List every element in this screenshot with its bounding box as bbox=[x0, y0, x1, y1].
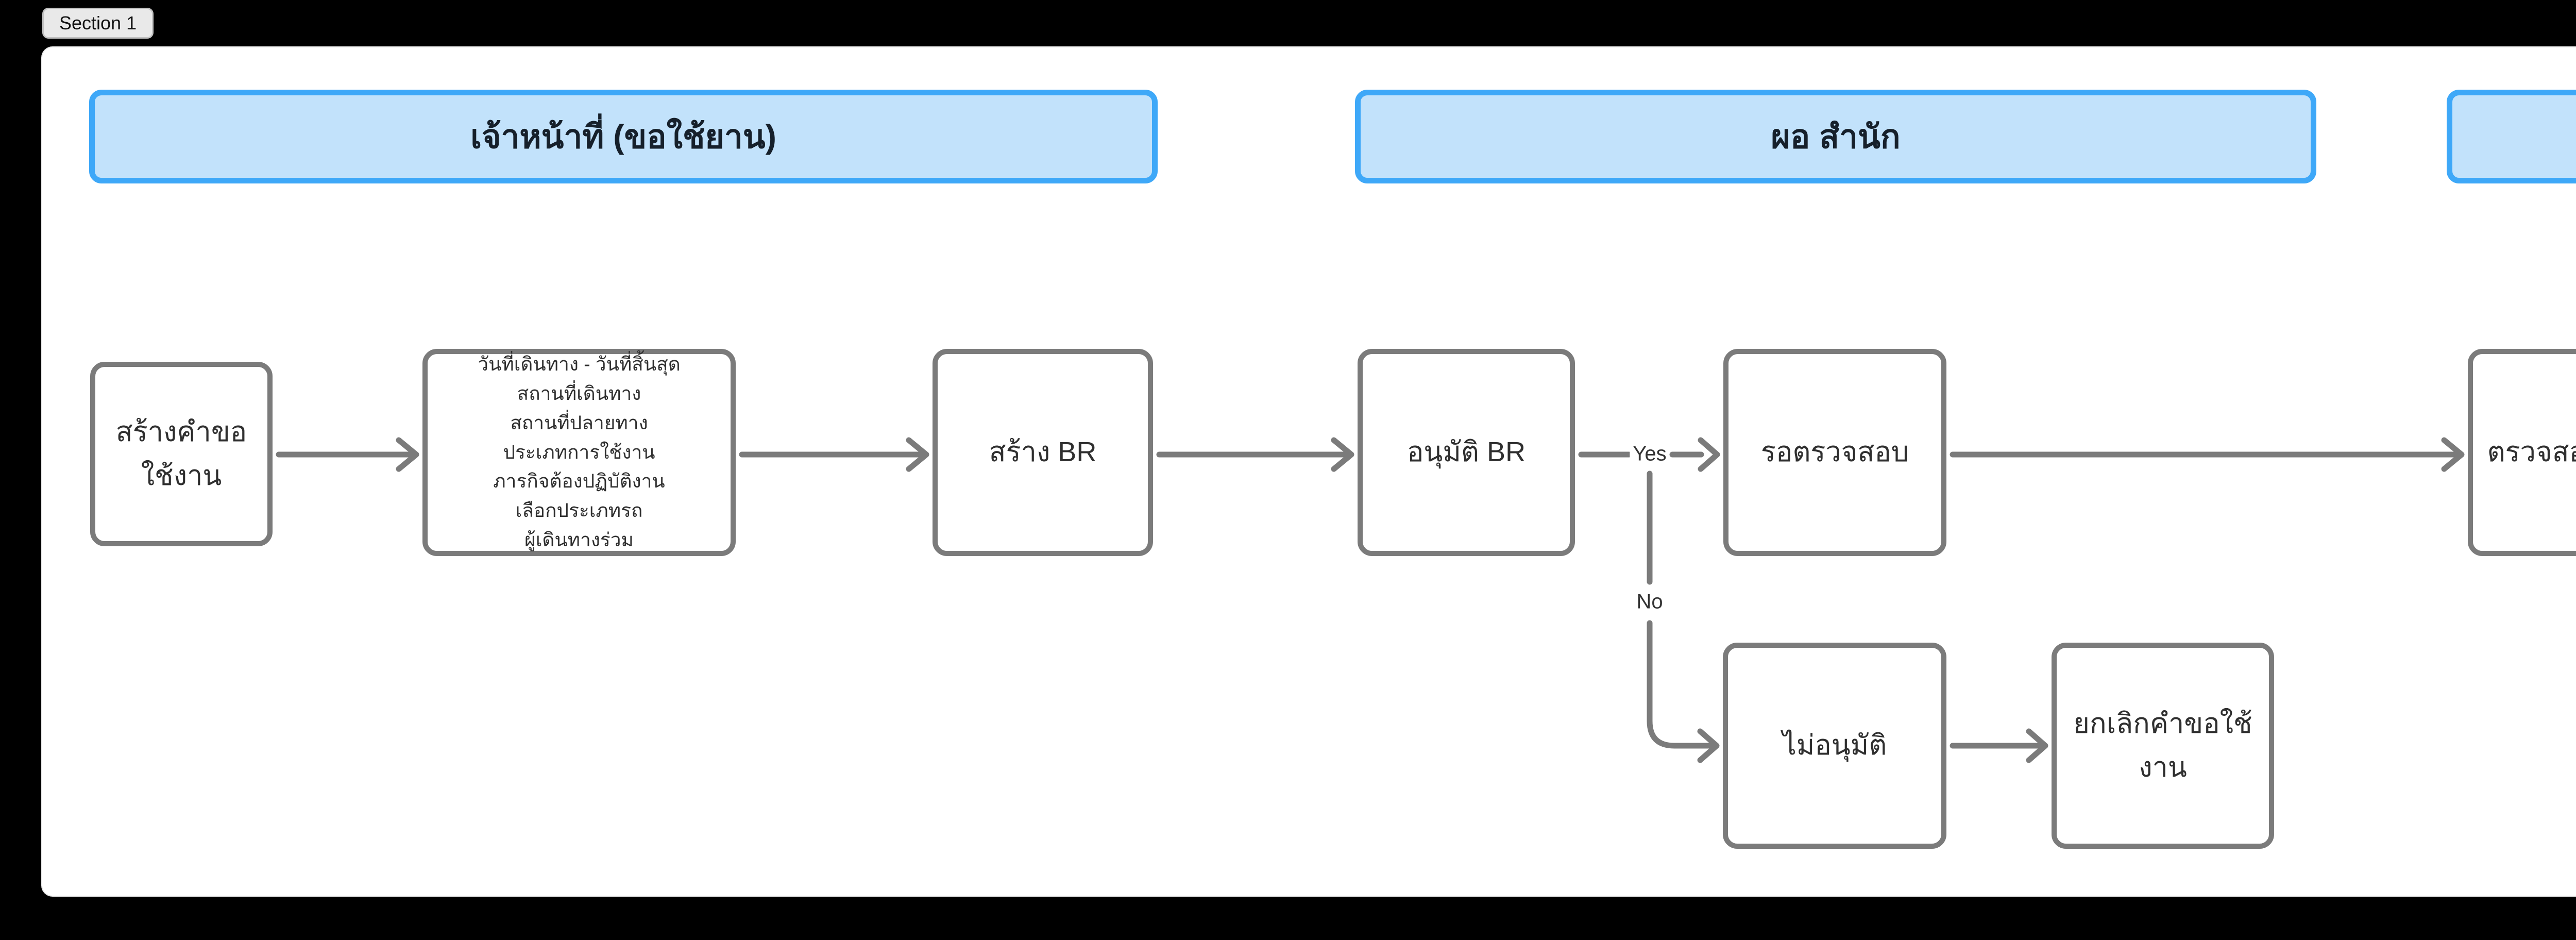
node-create-br-label: สร้าง BR bbox=[989, 437, 1097, 468]
node-check-vehicle-queue-label: ตรวจสอบคิวรถ bbox=[2487, 437, 2576, 468]
connector-approve-no-to-not-approved[interactable] bbox=[1647, 471, 1720, 763]
node-request-details-line7: ผู้เดินทางร่วม bbox=[524, 529, 634, 551]
node-check-vehicle-queue[interactable]: ตรวจสอบคิวรถ bbox=[2468, 349, 2576, 556]
node-approve-br-label: อนุมัติ BR bbox=[1406, 437, 1526, 468]
lane-header-requester[interactable]: เจ้าหน้าที่ (ขอใช้ยาน) bbox=[89, 90, 1158, 183]
node-create-request[interactable]: สร้างคำขอ ใช้งาน bbox=[90, 362, 273, 546]
connectors-layer bbox=[276, 437, 2465, 763]
lane-header-director[interactable]: ผอ สำนัก bbox=[1355, 90, 2316, 183]
node-not-approved-label: ไม่อนุมัติ bbox=[1782, 730, 1887, 761]
connector-not-approved-to-cancel[interactable] bbox=[1950, 728, 2048, 763]
node-not-approved[interactable]: ไม่อนุมัติ bbox=[1723, 643, 1946, 849]
node-create-request-line1: สร้างคำขอ bbox=[115, 416, 247, 447]
connector-approve-yes-to-wait[interactable] bbox=[1578, 437, 1720, 472]
node-request-details-line6: เลือกประเภทรถ bbox=[515, 500, 643, 522]
node-create-request-line2: ใช้งาน bbox=[141, 460, 222, 491]
whiteboard-canvas: เจ้าหน้าที่ (ขอใช้ยาน) ผอ สำนัก คุณชดา Y… bbox=[41, 46, 2576, 897]
node-cancel-request-label: ยกเลิกคำขอใช้งาน bbox=[2073, 708, 2252, 783]
node-request-details-line4: ประเภทการใช้งาน bbox=[503, 441, 655, 463]
node-wait-inspection[interactable]: รอตรวจสอบ bbox=[1723, 349, 1946, 556]
node-request-details-line3: สถานที่ปลายทาง bbox=[510, 412, 648, 433]
node-request-details-line2: สถานที่เดินทาง bbox=[517, 382, 641, 404]
node-create-br[interactable]: สร้าง BR bbox=[933, 349, 1153, 556]
node-approve-br[interactable]: อนุมัติ BR bbox=[1358, 349, 1575, 556]
connector-details-to-create-br[interactable] bbox=[739, 437, 929, 472]
node-wait-inspection-label: รอตรวจสอบ bbox=[1760, 437, 1909, 468]
edge-label-no[interactable]: No bbox=[1633, 590, 1666, 614]
canvas-content: เจ้าหน้าที่ (ขอใช้ยาน) ผอ สำนัก คุณชดา Y… bbox=[42, 47, 2576, 898]
connector-wait-to-check-queue[interactable] bbox=[1950, 437, 2465, 472]
lane-header-khun-chada[interactable]: คุณชดา bbox=[2447, 90, 2576, 183]
edge-label-yes[interactable]: Yes bbox=[1630, 442, 1670, 466]
node-request-details-line1: วันที่เดินทาง - วันที่สิ้นสุด bbox=[478, 353, 681, 375]
node-cancel-request[interactable]: ยกเลิกคำขอใช้งาน bbox=[2052, 643, 2274, 849]
node-request-details[interactable]: วันที่เดินทาง - วันที่สิ้นสุด สถานที่เดิ… bbox=[422, 349, 736, 556]
connector-create-request-to-details[interactable] bbox=[276, 437, 419, 472]
connector-create-br-to-approve-br[interactable] bbox=[1156, 437, 1354, 472]
node-request-details-line5: ภารกิจต้องปฏิบัติงาน bbox=[493, 471, 665, 492]
section-label[interactable]: Section 1 bbox=[42, 8, 154, 39]
